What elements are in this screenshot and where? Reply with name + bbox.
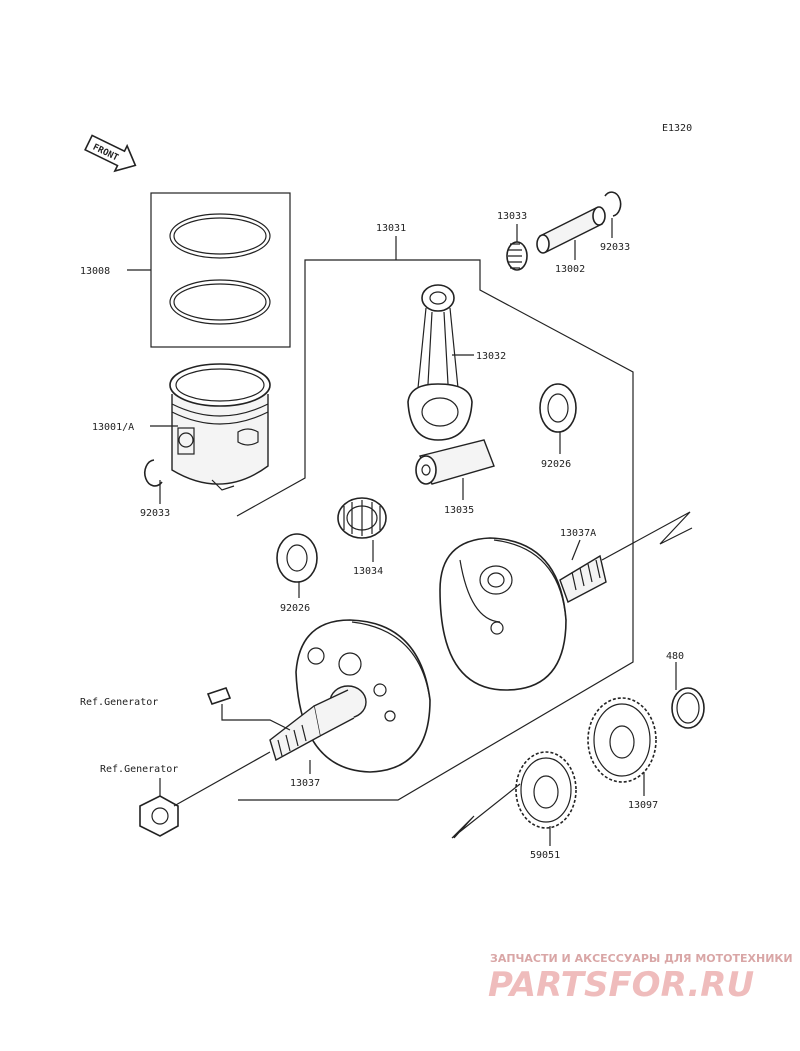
label-92026-right: 92026: [541, 459, 571, 470]
piston-ring-upper: [169, 213, 271, 259]
shaft-axis-right: [601, 511, 693, 561]
label-13008: 13008: [80, 266, 110, 277]
label-13002: 13002: [555, 264, 585, 275]
diagram-code: E1320: [662, 123, 692, 134]
label-92026-left: 92026: [280, 603, 310, 614]
front-arrow-icon: FRONT: [84, 134, 137, 173]
label-ref-generator-2: Ref.Generator: [100, 764, 178, 775]
label-13034: 13034: [353, 566, 383, 577]
crankshaft-nut: [139, 795, 179, 837]
label-13035: 13035: [444, 505, 474, 516]
label-13037a: 13037A: [560, 528, 596, 539]
thrust-washer-right: [539, 383, 577, 433]
thrust-washer-left: [276, 533, 318, 583]
needle-bearing-small: [506, 241, 528, 271]
crankshaft-right: [439, 537, 607, 691]
conrod-kit-frame: [236, 259, 634, 801]
connecting-rod: [407, 284, 473, 441]
piston-ring-lower: [169, 279, 271, 325]
label-13032: 13032: [476, 351, 506, 362]
piston-pin: [536, 206, 606, 254]
woodruff-key: [206, 687, 232, 705]
piston: [169, 363, 271, 491]
label-13033: 13033: [497, 211, 527, 222]
label-13097: 13097: [628, 800, 658, 811]
circlip-left: [144, 459, 163, 487]
watermark-tagline: ЗАПЧАСТИ И АКСЕССУАРЫ ДЛЯ МОТОТЕХНИКИ: [490, 952, 793, 965]
shaft-axis-left: [451, 783, 521, 839]
label-92033-right: 92033: [600, 242, 630, 253]
circlip-480: [671, 687, 705, 729]
gear-13097: [587, 697, 657, 783]
label-13031: 13031: [376, 223, 406, 234]
label-13001a: 13001/A: [92, 422, 134, 433]
crank-pin: [415, 439, 495, 485]
label-92033-left: 92033: [140, 508, 170, 519]
watermark-logo: PARTSFOR.RU: [488, 965, 754, 1005]
gear-59051: [515, 751, 577, 829]
needle-bearing-big: [337, 497, 387, 539]
label-59051: 59051: [530, 850, 560, 861]
label-480: 480: [666, 651, 684, 662]
label-13037: 13037: [290, 778, 320, 789]
crankshaft-left: [269, 619, 431, 773]
circlip-right: [604, 191, 622, 217]
label-ref-generator-1: Ref.Generator: [80, 697, 158, 708]
